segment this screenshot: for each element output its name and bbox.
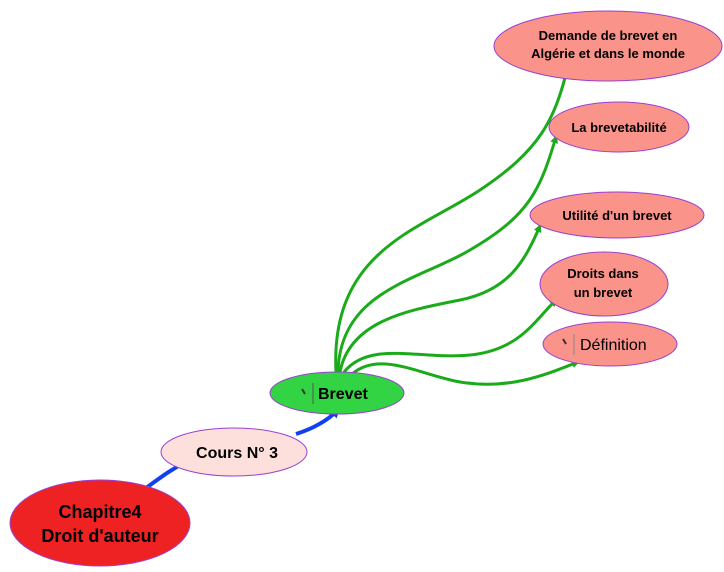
node-brevetabilite[interactable]: La brevetabilité: [548, 101, 690, 153]
svg-text:Brevet: Brevet: [318, 386, 368, 403]
node-chapitre[interactable]: Chapitre4 Droit d'auteur: [9, 479, 191, 567]
svg-text:Droits dans: Droits dans: [567, 266, 639, 281]
svg-text:Cours N° 3: Cours N° 3: [196, 445, 278, 462]
node-cours[interactable]: Cours N° 3: [160, 427, 308, 477]
svg-text:Algérie et dans le monde: Algérie et dans le monde: [531, 46, 685, 61]
node-droits[interactable]: Droits dans un brevet: [539, 251, 669, 317]
edge-brevet-demande: [334, 64, 571, 373]
svg-text:Définition: Définition: [580, 337, 647, 354]
node-demande-de-brevet[interactable]: Demande de brevet en Algérie et dans le …: [493, 10, 723, 82]
svg-text:Chapitre4: Chapitre4: [58, 502, 141, 522]
node-brevet[interactable]: Brevet: [269, 371, 405, 415]
svg-text:Droit d'auteur: Droit d'auteur: [41, 526, 158, 546]
edge-brevet-droits: [342, 298, 558, 373]
edge-brevet-definition: [351, 360, 580, 386]
svg-text:Utilité d'un brevet: Utilité d'un brevet: [562, 208, 672, 223]
svg-text:un brevet: un brevet: [574, 285, 633, 300]
node-definition[interactable]: Définition: [542, 321, 678, 367]
node-utilite[interactable]: Utilité d'un brevet: [529, 191, 705, 239]
note-icon: [301, 388, 306, 395]
edge-brevet-brevetabilite: [336, 135, 559, 373]
note-icon: [562, 338, 567, 345]
svg-text:La brevetabilité: La brevetabilité: [571, 120, 666, 135]
svg-text:Demande de brevet en: Demande de brevet en: [539, 28, 678, 43]
edge-brevet-utilite: [338, 224, 542, 373]
